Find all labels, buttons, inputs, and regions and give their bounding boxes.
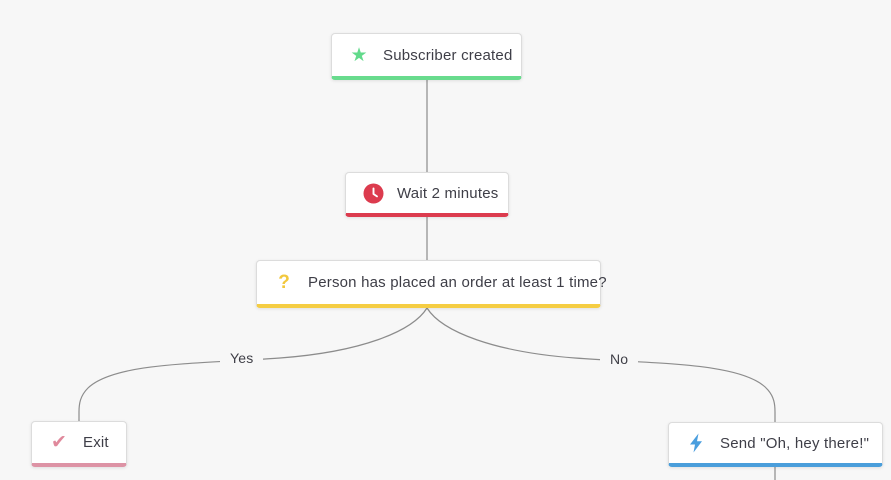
- node-send-email[interactable]: Send "Oh, hey there!": [668, 422, 883, 467]
- question-icon: ?: [278, 272, 290, 293]
- node-label: Wait 2 minutes: [397, 184, 499, 202]
- check-icon: ✔: [51, 432, 67, 453]
- wire-no-branch: [426, 307, 776, 422]
- node-label: Subscriber created: [383, 46, 513, 64]
- star-icon: ★: [350, 44, 368, 66]
- node-label: Person has placed an order at least 1 ti…: [308, 274, 607, 291]
- node-subscriber-created[interactable]: ★ Subscriber created: [331, 33, 522, 80]
- node-wait[interactable]: Wait 2 minutes: [345, 172, 509, 217]
- node-decision[interactable]: ? Person has placed an order at least 1 …: [256, 260, 607, 308]
- clock-icon: [362, 182, 384, 204]
- wire-yes-branch: [78, 307, 428, 421]
- branch-label-no: No: [600, 349, 639, 369]
- node-exit[interactable]: ✔ Exit: [31, 421, 127, 467]
- node-label: Send "Oh, hey there!": [720, 434, 870, 452]
- bolt-icon: [685, 432, 707, 454]
- node-label: Exit: [83, 434, 109, 451]
- branch-label-yes: Yes: [220, 348, 264, 368]
